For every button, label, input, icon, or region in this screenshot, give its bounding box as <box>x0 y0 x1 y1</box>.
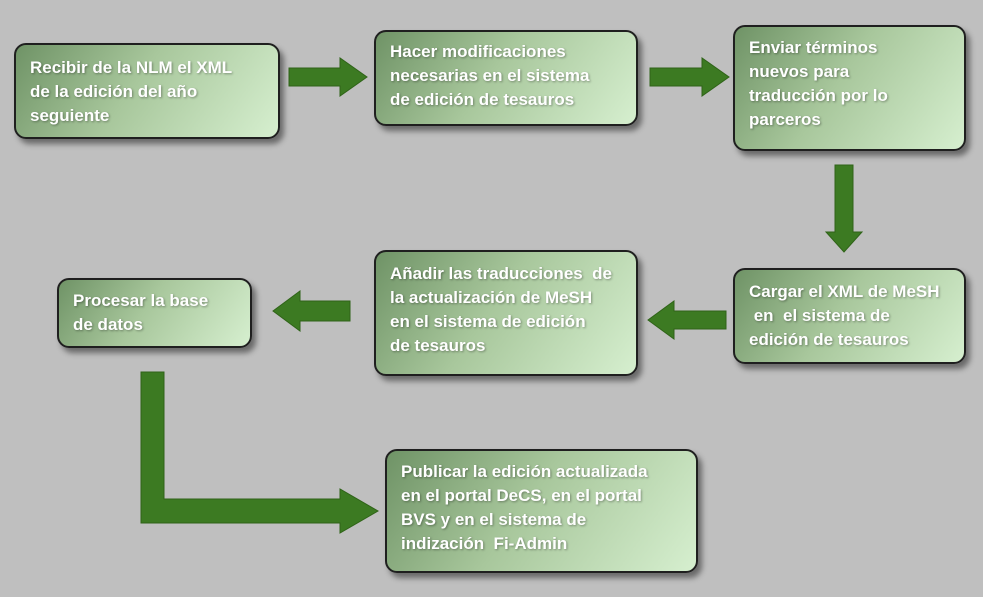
arrow-procesar-to-publicar <box>140 371 379 534</box>
node-publicar-line-4: indización Fi-Admin <box>401 534 568 553</box>
arrow-anadir-to-procesar <box>272 290 351 332</box>
node-enviar-line-1: Enviar términos <box>749 38 878 57</box>
node-hacer-line-2: necesarias en el sistema <box>390 66 590 85</box>
node-anadir-line-4: de tesauros <box>390 336 486 355</box>
node-publicar-line-2: en el portal DeCS, en el portal <box>401 486 642 505</box>
node-procesar-line-2: de datos <box>73 315 143 334</box>
node-anadir: Añadir las traducciones de la actualizac… <box>374 250 638 376</box>
node-cargar: Cargar el XML de MeSH en el sistema de e… <box>733 268 966 364</box>
node-cargar-line-1: Cargar el XML de MeSH <box>749 282 940 301</box>
arrow-enviar-to-cargar <box>824 164 864 253</box>
node-hacer: Hacer modificaciones necesarias en el si… <box>374 30 638 126</box>
node-anadir-line-1: Añadir las traducciones de <box>390 264 613 283</box>
node-recibir: Recibir de la NLM el XML de la edición d… <box>14 43 280 139</box>
node-enviar-line-3: traducción por lo <box>749 86 888 105</box>
arrow-hacer-to-enviar <box>649 57 730 97</box>
node-hacer-line-1: Hacer modificaciones <box>390 42 566 61</box>
node-recibir-line-2: de la edición del año <box>30 82 198 101</box>
node-publicar: Publicar la edición actualizada en el po… <box>385 449 698 573</box>
node-enviar-line-4: parceros <box>749 110 821 129</box>
node-procesar-line-1: Procesar la base <box>73 291 209 310</box>
node-enviar: Enviar términos nuevos para traducción p… <box>733 25 966 151</box>
node-recibir-line-1: Recibir de la NLM el XML <box>30 58 233 77</box>
node-hacer-line-3: de edición de tesauros <box>390 90 575 109</box>
node-recibir-line-3: seguiente <box>30 106 110 125</box>
node-cargar-line-3: edición de tesauros <box>749 330 909 349</box>
arrow-recibir-to-hacer <box>288 57 368 97</box>
node-publicar-line-1: Publicar la edición actualizada <box>401 462 648 481</box>
node-anadir-line-2: la actualización de MeSH <box>390 288 593 307</box>
node-enviar-line-2: nuevos para <box>749 62 850 81</box>
node-procesar: Procesar la base de datos <box>57 278 252 348</box>
arrow-cargar-to-anadir <box>647 300 727 340</box>
node-publicar-line-3: BVS y en el sistema de <box>401 510 587 529</box>
node-cargar-line-2: en el sistema de <box>749 306 890 325</box>
node-anadir-line-3: en el sistema de edición <box>390 312 586 331</box>
